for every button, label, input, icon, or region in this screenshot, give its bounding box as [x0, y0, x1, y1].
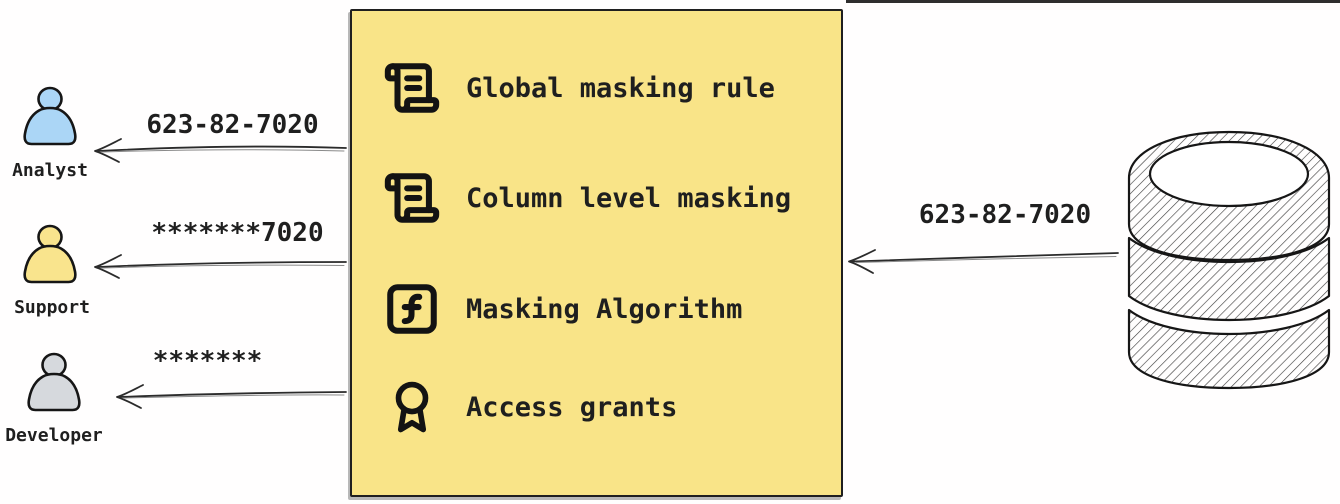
database-opening — [1148, 140, 1310, 208]
persona-support — [18, 223, 82, 285]
scroll-text-icon — [382, 59, 442, 117]
person-head — [37, 224, 63, 250]
masking-rules-box: Global masking rule Column level masking… — [350, 9, 843, 497]
database-icon — [1127, 130, 1331, 390]
persona-analyst — [18, 85, 82, 147]
arrow-head — [848, 249, 876, 274]
developer-value-label: ******* — [152, 346, 263, 376]
top-edge-line — [846, 0, 1340, 3]
persona-developer — [22, 351, 86, 413]
arrow-head — [94, 254, 122, 279]
arrow-to-developer — [116, 384, 347, 409]
persona-analyst-label: Analyst — [12, 160, 88, 181]
database-middle-band — [1127, 236, 1331, 321]
support-value-label: *******7020 — [151, 218, 324, 248]
arrow-to-analyst — [94, 138, 347, 163]
database-bottom-band — [1127, 308, 1331, 390]
person-icon — [23, 224, 77, 284]
arrow-head — [116, 384, 144, 409]
person-body — [23, 106, 77, 146]
database-value-label: 623-82-7020 — [918, 200, 1092, 230]
person-head — [37, 86, 63, 112]
scroll-text-icon — [382, 169, 442, 227]
masking-box-item-label: Global masking rule — [466, 72, 775, 104]
persona-developer-label: Developer — [5, 425, 103, 446]
person-body — [23, 244, 77, 284]
masking-box-item-label: Access grants — [466, 391, 678, 423]
arrow-from-database — [848, 249, 1119, 274]
person-icon — [27, 352, 81, 412]
function-square-icon — [382, 280, 442, 338]
masking-box-row: Column level masking — [382, 166, 791, 230]
masking-box-row: Global masking rule — [382, 56, 775, 120]
masking-box-item-label: Column level masking — [466, 182, 792, 214]
arrow-to-support — [94, 254, 347, 279]
persona-support-label: Support — [14, 297, 90, 318]
masking-box-row: Masking Algorithm — [382, 277, 742, 341]
masking-box-row: Access grants — [382, 375, 677, 439]
award-icon — [382, 374, 442, 440]
arrow-head — [94, 138, 122, 163]
analyst-value-label: 623-82-7020 — [146, 110, 319, 140]
person-body — [27, 372, 81, 412]
person-icon — [23, 86, 77, 146]
masking-box-item-label: Masking Algorithm — [466, 293, 743, 325]
